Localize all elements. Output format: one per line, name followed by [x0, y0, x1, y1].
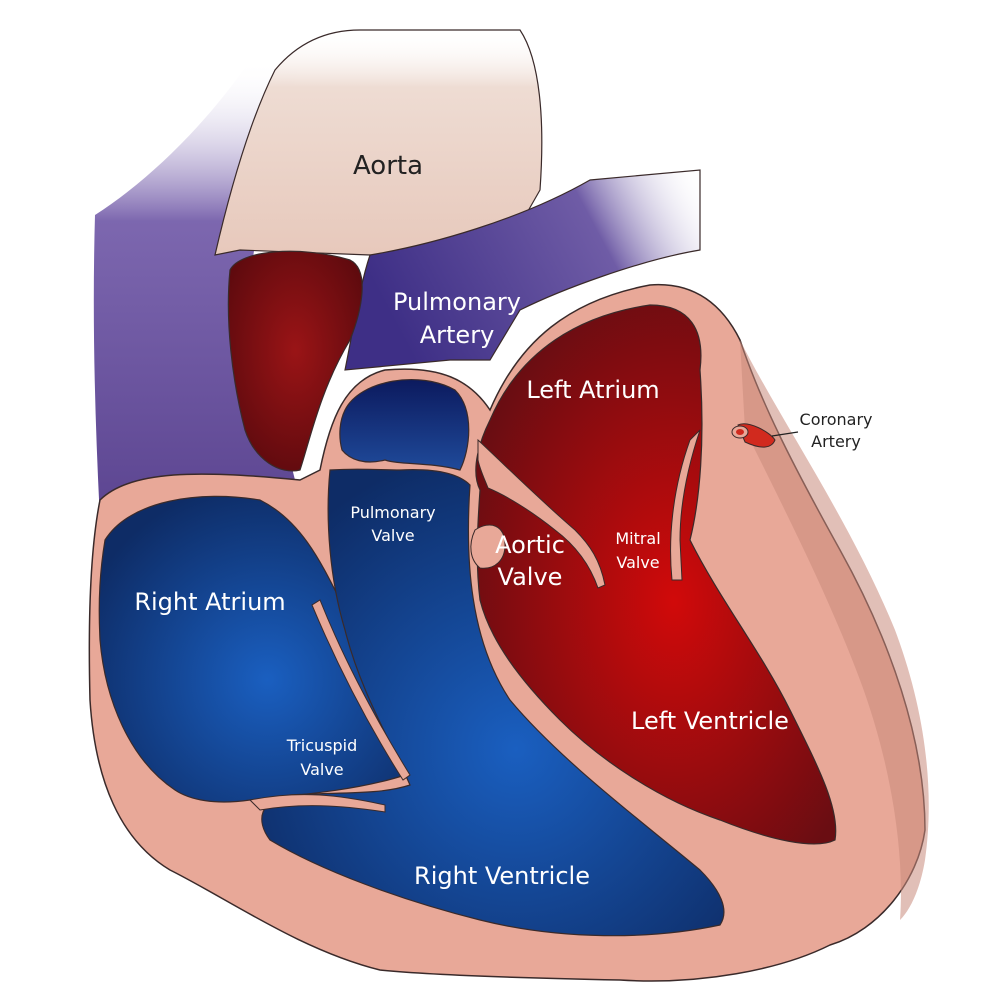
coronary-leader-line	[771, 431, 799, 437]
label-pulmonary-valve-2: Valve	[371, 526, 414, 545]
mitral-valve	[670, 429, 701, 581]
label-aorta: Aorta	[353, 151, 423, 181]
label-mitral-valve-2: Valve	[616, 553, 659, 572]
pulmonary-valve-chamber	[339, 379, 470, 471]
right-atrium-chamber	[98, 495, 406, 803]
label-pulmonary-valve-1: Pulmonary	[350, 503, 435, 522]
tricuspid-valve	[311, 599, 411, 781]
aortic-valve-flaps	[477, 438, 606, 589]
label-tricuspid-valve-1: Tricuspid	[286, 736, 357, 755]
tricuspid-valve-lower	[248, 794, 386, 813]
label-right-atrium: Right Atrium	[134, 588, 285, 616]
label-tricuspid-valve-2: Valve	[300, 760, 343, 779]
label-right-ventricle: Right Ventricle	[414, 862, 590, 890]
label-pulmonary-artery-2: Artery	[420, 321, 495, 349]
label-coronary-artery-2: Artery	[811, 432, 861, 451]
heart-wall-shading	[740, 340, 929, 920]
coronary-artery	[731, 423, 776, 448]
label-pulmonary-artery-1: Pulmonary	[393, 288, 521, 316]
left-heart-chambers	[475, 304, 837, 845]
label-aortic-valve-2: Valve	[498, 563, 563, 591]
aortic-valve-cusp	[470, 524, 506, 569]
label-coronary-artery-1: Coronary	[800, 410, 873, 429]
label-aortic-valve-1: Aortic	[495, 531, 565, 559]
label-left-ventricle: Left Ventricle	[631, 707, 789, 735]
aortic-root	[227, 250, 363, 472]
label-left-atrium: Left Atrium	[526, 376, 659, 404]
label-mitral-valve-1: Mitral	[615, 529, 660, 548]
